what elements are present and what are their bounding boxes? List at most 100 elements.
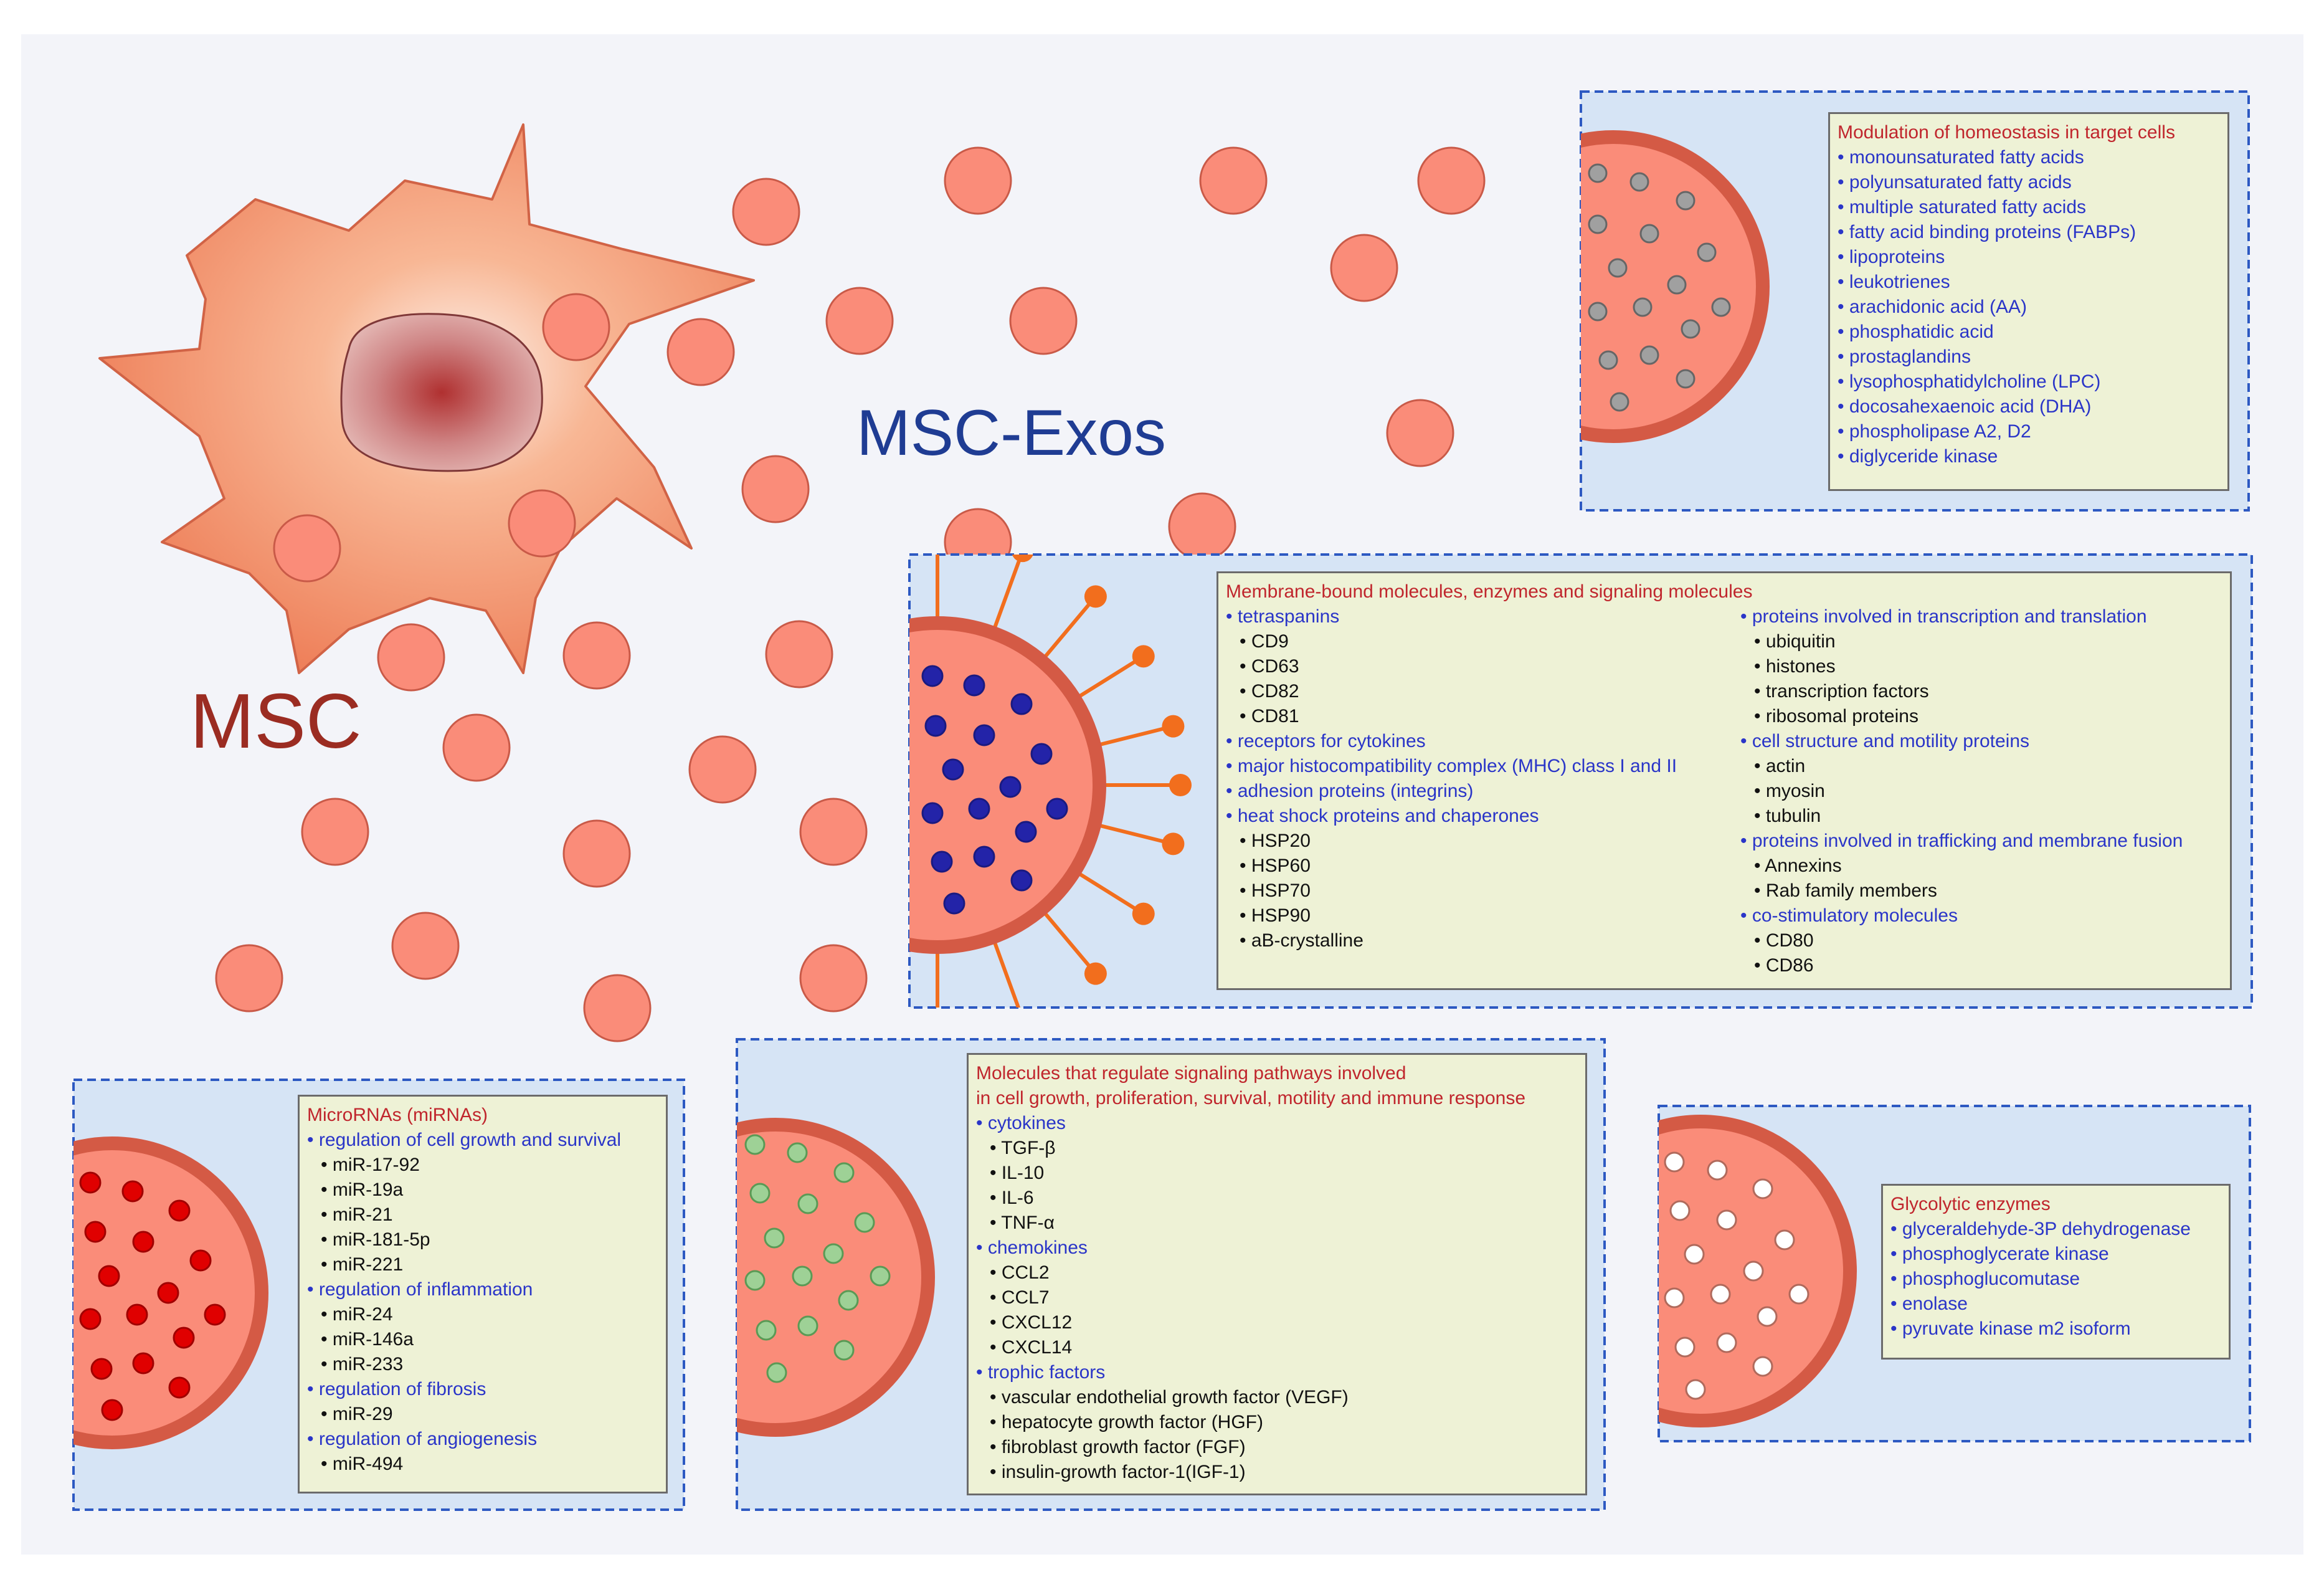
surface-spike-tip <box>1084 585 1107 608</box>
signaling-sub-item: • CCL7 <box>990 1287 1050 1308</box>
green-cargo-dot <box>797 1193 818 1214</box>
membrane-sub-item: • HSP20 <box>1240 831 1311 851</box>
red-cargo-dot <box>90 1358 113 1380</box>
msc-cell <box>98 123 755 674</box>
mirna-group-label: • regulation of angiogenesis <box>307 1429 538 1449</box>
grey-cargo-dot <box>1588 214 1608 234</box>
surface-spike <box>1094 724 1174 748</box>
green-cargo-dot <box>764 1227 785 1249</box>
free-exosome <box>1168 492 1236 561</box>
white-cargo-dot <box>1774 1229 1795 1251</box>
grey-cargo-dot <box>1676 191 1696 211</box>
membrane-group-label: • proteins involved in trafficking and m… <box>1740 831 2183 851</box>
blue-cargo-dot <box>942 758 964 781</box>
mirna-label-box: MicroRNAs (miRNAs) • regulation of cell … <box>298 1095 668 1494</box>
signaling-sub-item: • CXCL12 <box>990 1312 1073 1333</box>
membrane-sub-item: • HSP90 <box>1240 905 1311 926</box>
lipids-item: • prostaglandins <box>1838 346 1971 367</box>
green-cargo-dot <box>756 1320 777 1341</box>
glycolytic-item: • pyruvate kinase m2 isoform <box>1890 1318 2131 1339</box>
surface-spike-tip <box>1012 555 1033 563</box>
blue-cargo-dot <box>931 850 953 873</box>
surface-spike <box>1073 654 1145 701</box>
membrane-sub-item: • ribosomal proteins <box>1754 706 1918 727</box>
mirna-sub-item: • miR-146a <box>321 1329 414 1350</box>
signaling-sub-item: • fibroblast growth factor (FGF) <box>990 1437 1246 1457</box>
signaling-group-label: • cytokines <box>976 1113 1066 1133</box>
signaling-list: • cytokines• TGF-β• IL-10• IL-6• TNF-α• … <box>976 1111 1578 1485</box>
white-cargo-dot <box>1757 1306 1778 1327</box>
white-cargo-dot <box>1716 1332 1737 1353</box>
surface-spike-tip <box>1132 645 1155 668</box>
free-exosome <box>944 146 1012 215</box>
mirna-sub-item: • miR-19a <box>321 1179 404 1200</box>
free-exosome <box>732 178 800 246</box>
white-cargo-dot <box>1743 1260 1764 1282</box>
mirna-sub-item: • miR-17-92 <box>321 1155 420 1175</box>
green-cargo-dot <box>833 1340 855 1361</box>
free-exosome <box>583 974 652 1042</box>
red-cargo-dot <box>79 1171 102 1194</box>
signaling-sub-item: • insulin-growth factor-1(IGF-1) <box>990 1462 1246 1482</box>
membrane-sub-item: • transcription factors <box>1754 681 1929 702</box>
glycolytic-item: • enolase <box>1890 1294 1968 1314</box>
blue-cargo-dot <box>973 846 995 868</box>
signaling-sub-item: • hepatocyte growth factor (HGF) <box>990 1412 1263 1432</box>
red-cargo-dot <box>132 1231 154 1253</box>
white-cargo-dot <box>1788 1284 1809 1305</box>
membrane-exosome <box>909 555 1192 1008</box>
red-cargo-dot <box>84 1221 107 1243</box>
membrane-group-label: • receptors for cytokines <box>1226 731 1426 751</box>
surface-spike <box>1094 822 1174 846</box>
grey-cargo-dot <box>1598 350 1618 370</box>
white-cargo-dot <box>1684 1244 1705 1265</box>
free-exosomes <box>215 146 1486 1042</box>
membrane-sub-item: • Annexins <box>1754 855 1842 876</box>
membrane-sub-item: • myosin <box>1754 781 1825 801</box>
free-exosome <box>215 944 283 1012</box>
green-cargo-dot <box>749 1183 771 1204</box>
membrane-sub-item: • histones <box>1754 656 1836 677</box>
surface-spike-tip <box>1084 962 1107 985</box>
glycolytic-item: • phosphoglycerate kinase <box>1890 1244 2109 1264</box>
grey-cargo-dot <box>1681 319 1700 339</box>
surface-spike <box>991 555 1023 634</box>
blue-cargo-dot <box>921 802 944 824</box>
white-cargo-dot <box>1707 1160 1728 1181</box>
green-cargo-dot <box>744 1134 766 1155</box>
surface-spike <box>1040 908 1098 975</box>
free-exosome <box>442 713 511 782</box>
mirna-sub-item: • miR-29 <box>321 1404 393 1424</box>
membrane-right-column: • proteins involved in transcription and… <box>1740 604 2183 978</box>
membrane-sub-item: • CD80 <box>1754 930 1814 951</box>
glycolytic-item: • phosphoglucomutase <box>1890 1269 2080 1289</box>
signaling-sub-item: • TNF-α <box>990 1213 1055 1233</box>
green-cargo-dot <box>744 1270 766 1291</box>
free-exosome <box>1386 399 1454 467</box>
msc-nucleus <box>340 313 543 472</box>
free-exosome <box>1330 234 1398 302</box>
blue-cargo-dot <box>973 724 995 746</box>
signaling-label-box: Molecules that regulate signaling pathwa… <box>967 1053 1587 1495</box>
blue-cargo-dot <box>943 892 965 915</box>
lipids-item: • docosahexaenoic acid (DHA) <box>1838 396 2092 417</box>
grey-cargo-dot <box>1608 258 1628 278</box>
signaling-sub-item: • IL-6 <box>990 1188 1034 1208</box>
mirna-list: • regulation of cell growth and survival… <box>307 1128 658 1477</box>
lipids-heading: Modulation of homeostasis in target cell… <box>1838 122 2175 143</box>
red-cargo-dot <box>132 1352 154 1375</box>
white-cargo-dot <box>1664 1151 1685 1173</box>
grey-cargo-dot <box>1629 172 1649 192</box>
membrane-sub-item: • CD9 <box>1240 631 1289 652</box>
lipids-item: • arachidonic acid (AA) <box>1838 297 2027 317</box>
grey-cargo-dot <box>1610 392 1629 412</box>
signaling-sub-item: • CXCL14 <box>990 1337 1073 1358</box>
mirna-exosome <box>74 1136 268 1449</box>
free-exosome <box>688 735 757 804</box>
blue-cargo-dot <box>999 776 1022 798</box>
glycolytic-exosome <box>1659 1115 1857 1427</box>
mirna-sub-item: • miR-181-5p <box>321 1229 430 1250</box>
membrane-sub-item: • tubulin <box>1754 806 1821 826</box>
green-cargo-dot <box>854 1212 875 1233</box>
glycolytic-label-box: Glycolytic enzymes • glyceraldehyde-3P d… <box>1881 1184 2231 1360</box>
